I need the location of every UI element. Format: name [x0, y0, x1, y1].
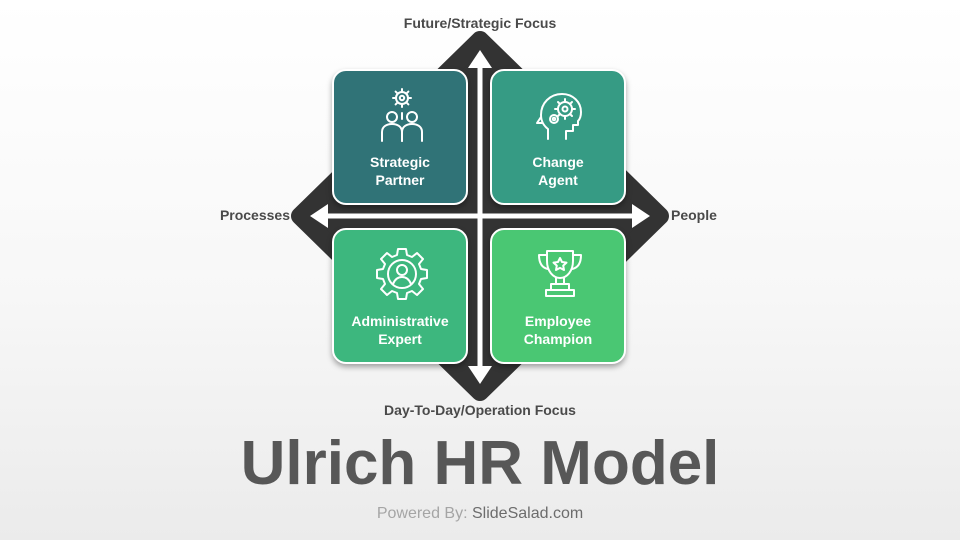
quadrant-label-line2: Agent: [538, 172, 578, 188]
user-gear-icon: [376, 248, 428, 300]
quadrant-change-agent: Change Agent: [490, 69, 626, 205]
quadrant-label-line1: Employee: [524, 313, 592, 329]
axis-label-right: People: [671, 207, 717, 223]
quadrant-label-line2: Partner: [375, 172, 425, 188]
quadrant-label: Change Agent: [496, 153, 620, 189]
trophy-icon: [538, 250, 582, 297]
quadrant-employee-champion: Employee Champion: [490, 228, 626, 364]
quadrant-administrative-expert: Administrative Expert: [332, 228, 468, 364]
arrowhead-up: [468, 50, 492, 68]
axis-label-left: Processes: [219, 207, 290, 223]
arrowhead-right: [632, 204, 650, 228]
quadrant-label-line2: Champion: [523, 331, 593, 347]
axis-arrows: [310, 50, 650, 384]
quadrant-label-line1: Change: [532, 154, 584, 170]
footer-prefix: Powered By:: [376, 505, 468, 522]
axis-label-bottom: Day-To-Day/Operation Focus: [384, 402, 576, 418]
quadrant-strategic-partner: Strategic Partner: [332, 69, 468, 205]
arrowhead-left: [310, 204, 328, 228]
footer-credit: Powered By: SlideSalad.com: [0, 505, 960, 523]
quadrant-label: Strategic Partner: [338, 153, 462, 189]
head-gears-icon: [536, 93, 582, 140]
team-gear-icon: [381, 88, 423, 142]
quadrant-label-line2: Expert: [378, 331, 422, 347]
slide-title: Ulrich HR Model: [240, 429, 720, 498]
quadrant-label: Employee Champion: [496, 312, 620, 348]
axis-label-top: Future/Strategic Focus: [403, 15, 557, 31]
quadrant-label-line1: Administrative: [351, 313, 449, 329]
quadrant-label: Administrative Expert: [338, 312, 462, 348]
arrowhead-down: [468, 366, 492, 384]
quadrant-label-line1: Strategic: [370, 154, 430, 170]
footer-brand-link[interactable]: SlideSalad.com: [472, 505, 584, 522]
